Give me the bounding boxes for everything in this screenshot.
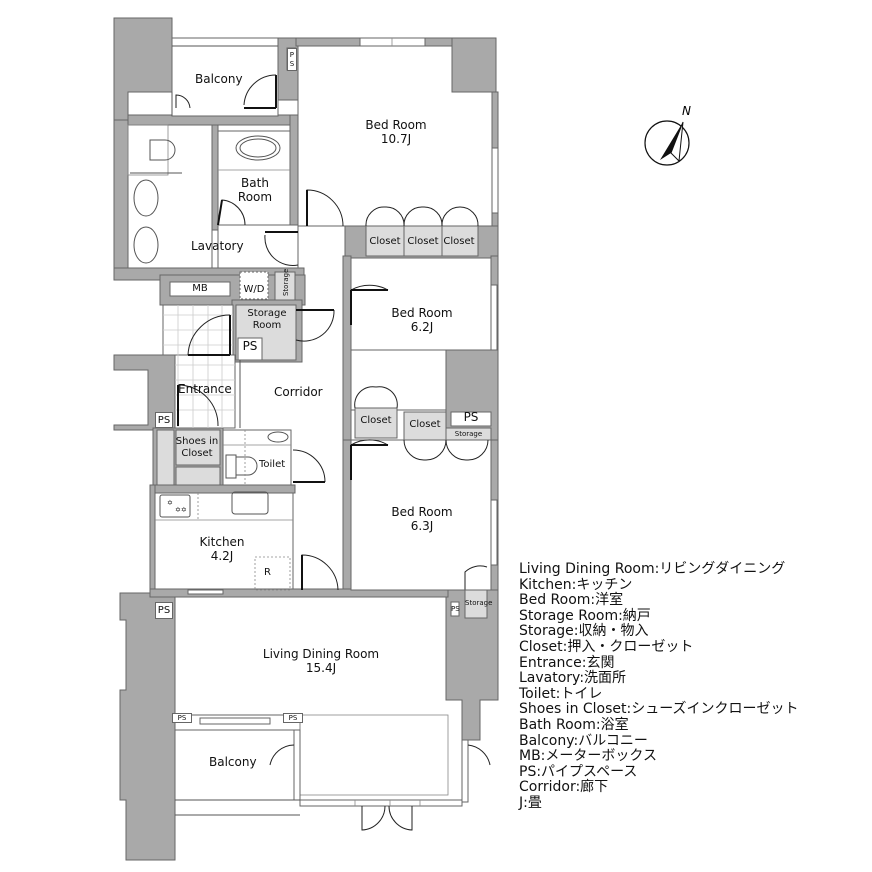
closet-label-3: Closet — [443, 236, 475, 247]
legend-item: Storage Room:納戸 — [519, 607, 651, 624]
ps-badge-top: P S — [287, 48, 297, 71]
room-label-lavatory: Lavatory — [191, 239, 244, 253]
legend-item: Entrance:玄関 — [519, 654, 615, 671]
legend: Living Dining Room:リビングダイニング Kitchen:キッチ… — [519, 561, 799, 812]
entrance-tiles — [162, 304, 236, 429]
room-label-entrance: Entrance — [178, 382, 232, 396]
bed3-name: Bed Room — [391, 505, 453, 519]
room-label-bed-room-3: Bed Room 6.3J — [384, 505, 460, 534]
svg-text:✡: ✡ — [167, 499, 173, 507]
storage-label-bed-room-3-top: Storage — [454, 430, 483, 438]
storage-room-line2: Room — [252, 319, 282, 331]
room-label-corridor: Corridor — [274, 385, 323, 399]
legend-item: J:畳 — [519, 794, 542, 811]
legend-item: Kitchen:キッチン — [519, 576, 633, 593]
ps-badge-storage-room: PS — [242, 339, 258, 353]
room-label-storage-room: Storage Room — [240, 308, 294, 331]
ldr-size: 15.4J — [305, 660, 337, 675]
compass-north-label: N — [682, 104, 691, 118]
room-label-toilet: Toilet — [259, 459, 286, 470]
room-label-kitchen: Kitchen 4.2J — [190, 535, 254, 564]
mb-label: MB — [192, 283, 208, 294]
shoes-line2: Closet — [181, 447, 213, 459]
legend-item: Bed Room:洋室 — [519, 592, 624, 609]
kitchen-size: 4.2J — [210, 548, 234, 563]
room-label-bed-room-2: Bed Room 6.2J — [384, 306, 460, 335]
ps-badge-balcony-right: PS — [283, 713, 303, 723]
ps-badge-balcony-left: PS — [172, 713, 192, 723]
refrigerator-label: R — [264, 567, 271, 578]
ps-badge-bed-room-2: PS — [463, 410, 479, 424]
room-label-living-dining-room: Living Dining Room 15.4J — [250, 647, 392, 676]
legend-item: Closet:押入・クローゼット — [519, 638, 694, 655]
room-label-bed-room-1: Bed Room 10.7J — [358, 118, 434, 147]
bed2-size: 6.2J — [410, 319, 434, 334]
room-label-balcony-top: Balcony — [195, 72, 243, 86]
wd-label: W/D — [243, 284, 265, 295]
bath-line1: Bath — [241, 176, 269, 190]
legend-item: Lavatory:洗面所 — [519, 670, 627, 687]
room-name: Bed Room — [365, 118, 427, 132]
room-size: 10.7J — [380, 131, 412, 146]
bed3-size: 6.3J — [410, 518, 434, 533]
bed2-name: Bed Room — [391, 306, 453, 320]
closet-label-1: Closet — [369, 236, 401, 247]
ps-badge-entrance: PS — [155, 412, 173, 428]
storage-label-bed-room-3-bottom: Storage — [465, 599, 493, 607]
legend-item: PS:パイプスペース — [519, 763, 638, 780]
ps-badge-bed-room-3: PS — [451, 605, 460, 613]
legend-item: MB:メーターボックス — [519, 748, 657, 765]
closet-label-bed-room-2: Closet — [360, 415, 392, 426]
bath-line2: Room — [237, 189, 273, 204]
closet-label-2: Closet — [407, 236, 439, 247]
storage-room-line1: Storage — [247, 308, 287, 319]
legend-item: Shoes in Closet:シューズインクローゼット — [519, 701, 799, 718]
legend-item: Storage:収納・物入 — [519, 623, 649, 640]
room-label-bath-room: Bath Room — [236, 176, 274, 205]
north-compass-icon: N — [640, 104, 700, 170]
legend-item: Toilet:トイレ — [519, 685, 603, 702]
shoes-line1: Shoes in — [175, 436, 219, 447]
ps-badge-ldr-left: PS — [155, 602, 173, 619]
storage-small-label: Storage — [281, 268, 290, 297]
closet-doors-bedroom1 — [365, 206, 479, 257]
closet-label-bed-room-3: Closet — [409, 419, 441, 430]
svg-text:✡✡: ✡✡ — [175, 506, 187, 514]
legend-item: Living Dining Room:リビングダイニング — [519, 561, 786, 577]
legend-item: Balcony:バルコニー — [519, 732, 648, 749]
room-label-balcony-bottom: Balcony — [209, 755, 257, 769]
legend-item: Bath Room:浴室 — [519, 716, 629, 733]
kitchen-name: Kitchen — [199, 535, 245, 549]
room-label-shoes-in-closet: Shoes in Closet — [174, 436, 220, 459]
room-areas — [127, 45, 493, 801]
ldr-name: Living Dining Room — [262, 647, 380, 661]
legend-item: Corridor:廊下 — [519, 779, 609, 796]
